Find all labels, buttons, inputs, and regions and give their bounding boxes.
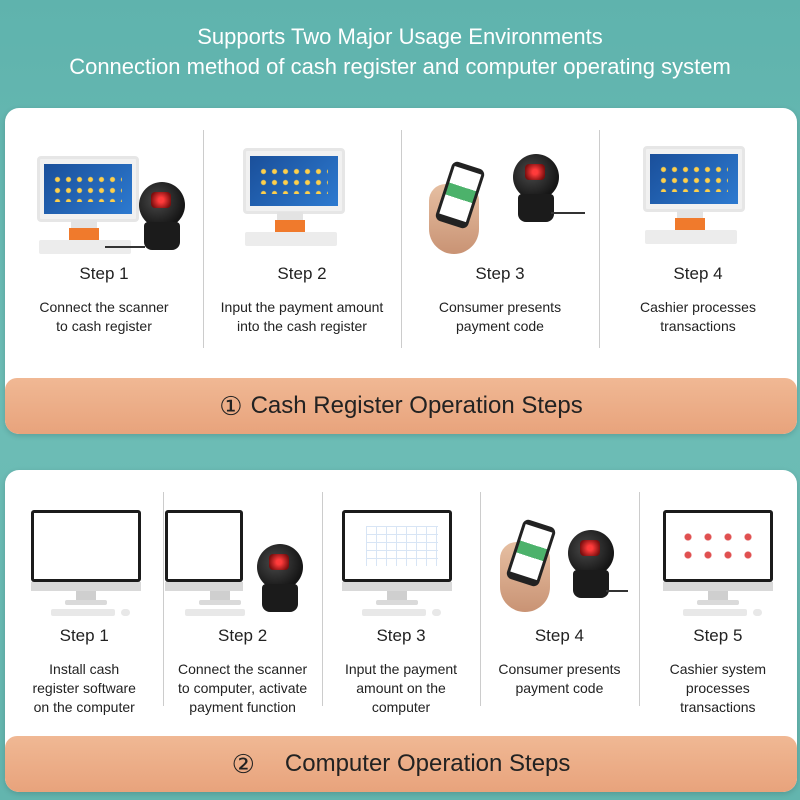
step-desc-line: payment code: [456, 318, 544, 334]
step-description: Consumer presents payment code: [401, 298, 599, 336]
cable-icon: [105, 246, 145, 248]
section-number: ①: [219, 390, 243, 421]
page-header: Supports Two Major Usage Environments Co…: [0, 22, 800, 82]
step-title: Step 4: [534, 626, 584, 645]
cash-register-step-4: Step 4 Cashier processes transactions: [599, 108, 797, 378]
step-desc-line: processes: [685, 680, 750, 696]
step-description: Connect the scanner to computer, activat…: [163, 660, 321, 717]
step-title: Step 2: [277, 264, 327, 283]
step-desc-line: on the computer: [33, 699, 135, 715]
cable-icon: [551, 212, 585, 214]
step-illustration: [5, 470, 163, 620]
cash-register-section-label: ① Cash Register Operation Steps: [5, 378, 797, 434]
step-title: Step 5: [693, 626, 743, 645]
step-illustration: [203, 108, 401, 258]
step-desc-line: to cash register: [56, 318, 152, 334]
header-title: Supports Two Major Usage Environments: [197, 24, 603, 49]
computer-step-5: Step 5 Cashier system processes transact…: [638, 470, 797, 736]
step-illustration: [322, 470, 480, 620]
step-desc-line: payment code: [515, 680, 604, 696]
step-desc-line: Connect the scanner: [178, 661, 308, 677]
cable-icon: [606, 590, 629, 592]
section-title: Computer Operation Steps: [284, 750, 571, 777]
step-desc-line: Consumer presents: [498, 661, 621, 677]
step-illustration: [5, 108, 203, 258]
cash-register-step-1: Step 1 Connect the scanner to cash regis…: [5, 108, 203, 378]
cash-register-step-3: Step 3 Consumer presents payment code: [401, 108, 599, 378]
step-title: Step 3: [376, 626, 426, 645]
cash-register-steps: Step 1 Connect the scanner to cash regis…: [5, 108, 797, 378]
step-description: Consumer presents payment code: [480, 660, 638, 698]
step-desc-line: transactions: [660, 318, 736, 334]
step-title: Step 3: [475, 264, 525, 283]
step-desc-line: into the cash register: [237, 318, 367, 334]
step-desc-line: Install cash: [49, 661, 120, 677]
computer-step-3: Step 3 Input the payment amount on the c…: [321, 470, 480, 736]
step-desc-line: Input the payment: [344, 661, 458, 677]
step-title: Step 4: [673, 264, 723, 283]
step-desc-line: Consumer presents: [438, 299, 562, 315]
step-desc-line: payment function: [189, 699, 296, 715]
step-illustration: [599, 108, 797, 258]
cash-register-panel: Step 1 Connect the scanner to cash regis…: [5, 108, 797, 434]
step-desc-line: Cashier system: [669, 661, 767, 677]
step-description: Cashier processes transactions: [599, 298, 797, 336]
step-desc-line: Input the payment amount: [220, 299, 384, 315]
step-desc-line: Cashier processes: [640, 299, 756, 315]
step-description: Install cash register software on the co…: [5, 660, 163, 717]
step-illustration: [639, 470, 797, 620]
step-title: Step 1: [59, 626, 109, 645]
step-illustration: [163, 470, 321, 620]
step-illustration: [401, 108, 599, 258]
header-subtitle: Connection method of cash register and c…: [69, 54, 731, 79]
step-title: Step 2: [218, 626, 268, 645]
section-number: ②: [231, 748, 255, 779]
step-desc-line: amount on the: [356, 680, 446, 696]
computer-step-1: Step 1 Install cash register software on…: [5, 470, 163, 736]
step-desc-line: Connect the scanner: [39, 299, 169, 315]
section-title: Cash Register Operation Steps: [250, 392, 583, 419]
step-description: Connect the scanner to cash register: [5, 298, 203, 336]
computer-step-2: Step 2 Connect the scanner to computer, …: [163, 470, 321, 736]
computer-step-4: Step 4 Consumer presents payment code: [480, 470, 638, 736]
step-description: Cashier system processes transactions: [639, 660, 797, 717]
computer-section-label: ② Computer Operation Steps: [5, 736, 797, 792]
step-description: Input the payment amount on the computer: [322, 660, 480, 717]
computer-panel: Step 1 Install cash register software on…: [5, 470, 797, 792]
step-desc-line: computer: [371, 699, 431, 715]
cash-register-step-2: Step 2 Input the payment amount into the…: [203, 108, 401, 378]
step-desc-line: to computer, activate: [178, 680, 308, 696]
step-description: Input the payment amount into the cash r…: [203, 298, 401, 336]
computer-steps: Step 1 Install cash register software on…: [5, 470, 797, 736]
step-illustration: [480, 470, 638, 620]
step-desc-line: register software: [32, 680, 136, 696]
step-title: Step 1: [79, 264, 129, 283]
step-desc-line: transactions: [680, 699, 756, 715]
